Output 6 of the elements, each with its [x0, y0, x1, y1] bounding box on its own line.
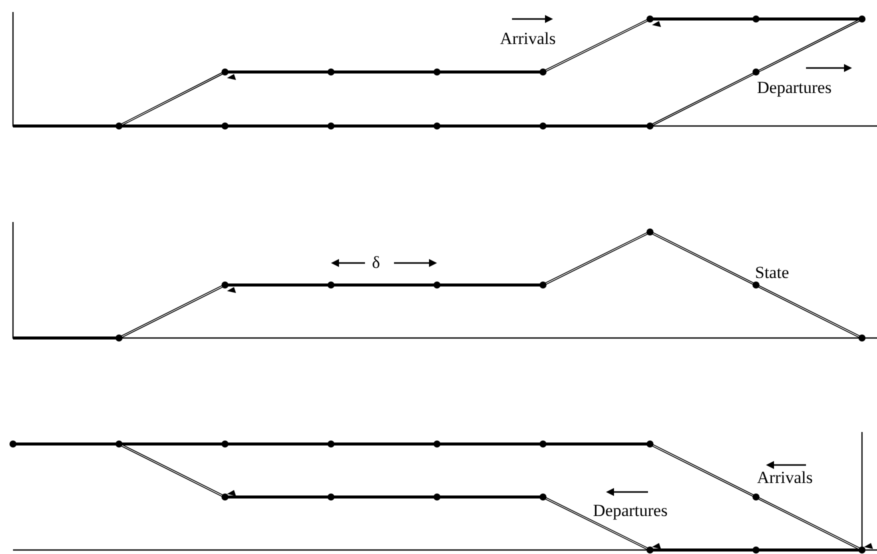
curve-label: δ	[372, 254, 380, 271]
curve-label: Arrivals	[757, 469, 813, 486]
curve-label: Departures	[593, 502, 668, 519]
curve-label: Arrivals	[500, 30, 556, 47]
curve-label: State	[755, 264, 789, 281]
curve-label: Departures	[757, 79, 832, 96]
